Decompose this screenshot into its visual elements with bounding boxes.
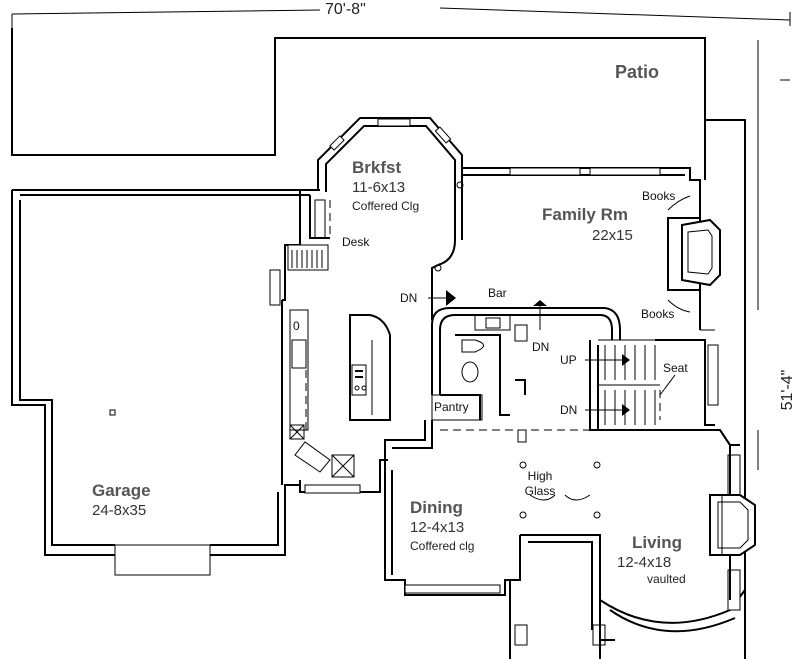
garage-walls xyxy=(11,189,320,576)
plan-text: 70'-8" 51'-4" Patio Brkfst 11-6x13 Coffe… xyxy=(92,1,796,586)
breakfast-note: Coffered Clg xyxy=(352,199,419,213)
living-walls xyxy=(505,429,756,659)
books-upper-label: Books xyxy=(642,189,675,203)
bar-label: Bar xyxy=(488,286,507,300)
living-note: vaulted xyxy=(647,572,686,586)
svg-text:0: 0 xyxy=(293,319,300,333)
family-room-size: 22x15 xyxy=(592,227,633,244)
depth-dimension: 51'-4" xyxy=(779,370,796,411)
center-core xyxy=(384,290,740,470)
patio-outline xyxy=(11,28,746,659)
garage-name: Garage xyxy=(92,481,151,500)
high-glass-line: High xyxy=(528,469,553,483)
dining-name: Dining xyxy=(410,498,463,517)
kitchen-walls xyxy=(269,190,331,485)
dining-walls xyxy=(384,461,601,596)
pantry-label: Pantry xyxy=(434,400,469,414)
seat-label: Seat xyxy=(663,361,688,375)
high-glass-line: Glass xyxy=(525,484,556,498)
books-lower-label: Books xyxy=(641,307,674,321)
family-room-name: Family Rm xyxy=(542,205,628,224)
dimension-lines xyxy=(11,7,791,470)
stair-dn-label: DN xyxy=(560,403,577,417)
patio-name: Patio xyxy=(615,62,659,82)
living-size: 12-4x18 xyxy=(617,554,671,571)
breakfast-bay xyxy=(317,117,464,320)
width-dimension: 70'-8" xyxy=(325,1,366,18)
living-name: Living xyxy=(632,533,682,552)
stair-up-label: UP xyxy=(560,353,577,367)
kitchen-counters: 0 xyxy=(289,309,391,494)
dining-size: 12-4x13 xyxy=(410,519,464,536)
breakfast-name: Brkfst xyxy=(352,158,401,177)
kitchen-dn-label: DN xyxy=(400,291,417,305)
breakfast-size: 11-6x13 xyxy=(352,179,405,196)
garage-size: 24-8x35 xyxy=(92,502,146,519)
bar-dn-label: DN xyxy=(532,340,549,354)
dining-note: Coffered clg xyxy=(410,539,474,553)
stair-treads xyxy=(585,339,660,425)
desk-label: Desk xyxy=(342,235,370,249)
family-room-walls xyxy=(462,167,721,331)
